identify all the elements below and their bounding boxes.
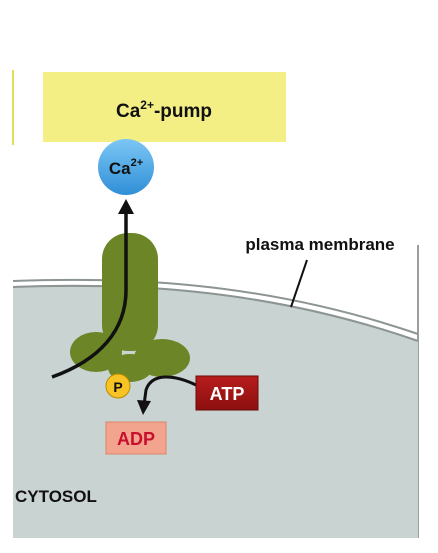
atp-to-adp-arrow-head xyxy=(137,400,151,415)
phosphate-circle xyxy=(105,373,131,399)
membrane-pointer xyxy=(290,259,308,308)
adp-box xyxy=(105,421,167,455)
plasma-membrane xyxy=(12,278,419,335)
cytosol-label: CYTOSOL xyxy=(15,487,97,506)
pump-title-base: Ca xyxy=(116,101,141,122)
atp-to-adp-arrow xyxy=(142,375,197,406)
membrane-label: plasma membrane xyxy=(245,235,394,254)
adp-label: ADP xyxy=(117,429,155,449)
transport-arrow xyxy=(51,210,128,379)
calcium-ion xyxy=(98,139,154,195)
phosphate-label: P xyxy=(113,379,122,395)
plasma-membrane-inner xyxy=(12,284,419,342)
pump-title-superscript: 2+ xyxy=(140,98,154,112)
ion-label-base: Ca xyxy=(109,159,131,178)
ion-label-superscript: 2+ xyxy=(131,157,144,169)
pump-title-suffix: -pump xyxy=(154,101,212,122)
pump-title: Ca2+-pump xyxy=(116,98,212,122)
ion-label: Ca2+ xyxy=(109,157,143,178)
atp-box xyxy=(195,375,259,411)
atp-label: ATP xyxy=(210,384,245,404)
transport-arrow-head xyxy=(118,199,134,214)
pump-title-box xyxy=(43,72,286,142)
